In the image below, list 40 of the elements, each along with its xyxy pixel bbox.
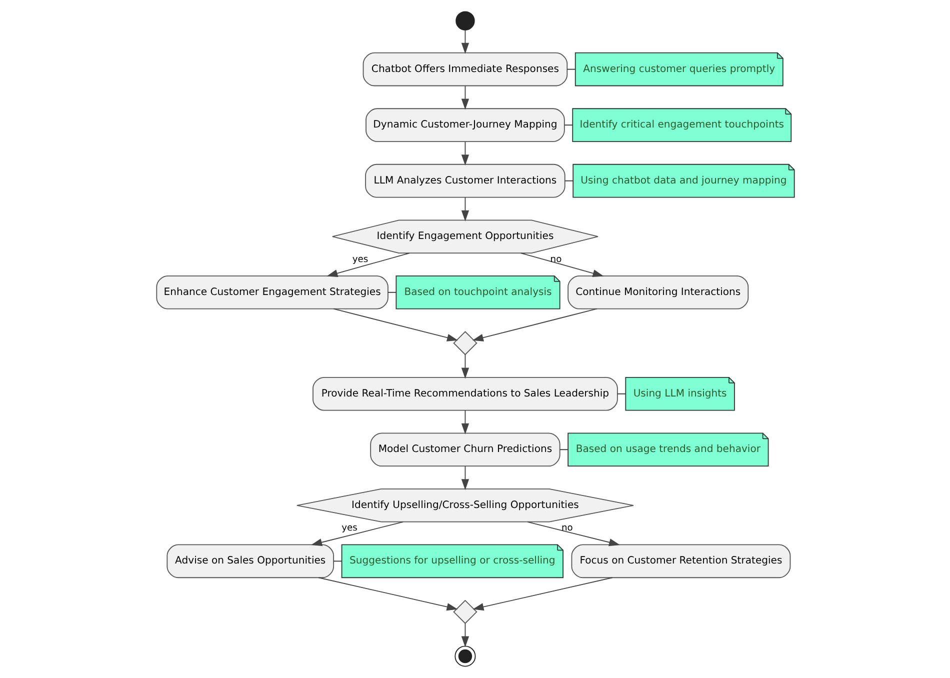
node-box: Dynamic Customer-Journey Mapping	[365, 108, 564, 142]
node-label: Suggestions for upselling or cross-selling	[349, 556, 555, 567]
node-label: Using chatbot data and journey mapping	[580, 175, 786, 186]
node-label: Using LLM insights	[632, 388, 726, 400]
node-circle	[455, 11, 474, 30]
node-diamond	[452, 600, 477, 624]
node-box: Chatbot Offers Immediate Responses	[362, 52, 568, 86]
node-label: Answering customer queries promptly	[582, 64, 775, 75]
node-box: Advise on Sales Opportunities	[166, 544, 334, 578]
node-box: Provide Real-Time Recommendations to Sales Leadership	[312, 376, 618, 411]
edge-label: yes	[341, 524, 357, 534]
node-box: Model Customer Churn Predictions	[370, 432, 560, 467]
node-box: Focus on Customer Retention Strategies	[570, 544, 790, 578]
arrow	[310, 521, 404, 546]
node-box: Enhance Customer Engagement Strategies	[156, 275, 388, 310]
node-diamond	[452, 331, 477, 356]
arrow	[472, 308, 597, 342]
arrow	[318, 577, 458, 611]
arrow	[460, 196, 469, 222]
arrow	[460, 85, 469, 110]
edge-label: no	[561, 524, 572, 534]
arrow	[526, 521, 620, 546]
edge-label: yes	[352, 254, 368, 265]
arrow	[472, 577, 612, 611]
node-label: Based on touchpoint analysis	[404, 286, 552, 298]
arrow	[460, 30, 469, 54]
node-label: Based on usage trends and behavior	[575, 444, 760, 456]
node-label: Identify critical engagement touchpoints	[579, 120, 784, 131]
arrow	[520, 252, 604, 277]
arrow	[460, 623, 469, 648]
edge-label: no	[550, 254, 562, 265]
arrow	[460, 410, 469, 434]
arrow	[332, 308, 458, 342]
node-box: LLM Analyzes Customer Interactions	[364, 164, 565, 198]
node-circle	[454, 646, 476, 667]
arrow	[326, 252, 410, 277]
arrow	[460, 354, 469, 379]
arrow	[460, 141, 469, 166]
arrow	[460, 466, 469, 490]
node-box: Continue Monitoring Interactions	[567, 275, 748, 310]
